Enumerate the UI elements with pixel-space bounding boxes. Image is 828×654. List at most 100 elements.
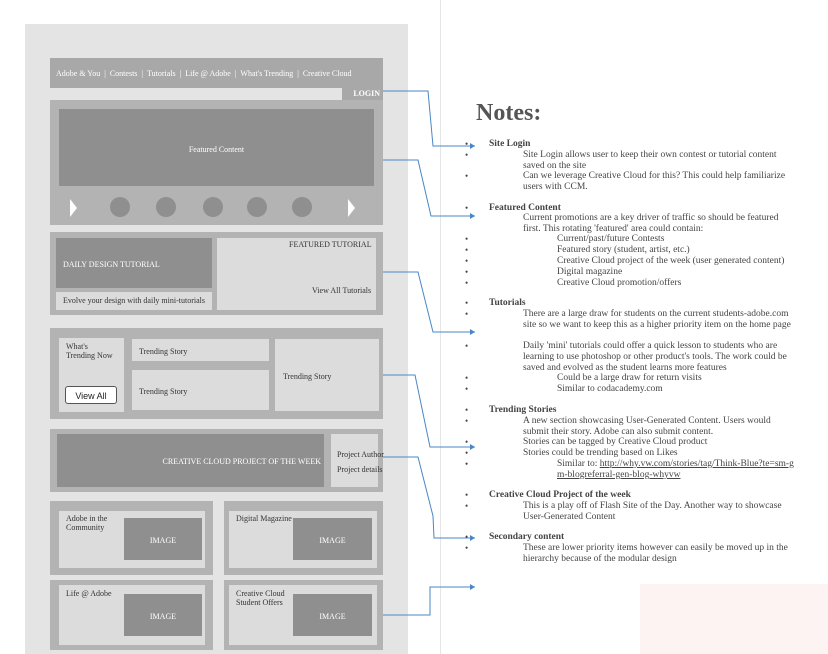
nav-item-life-adobe[interactable]: Life @ Adobe bbox=[185, 69, 231, 78]
nav-item-creative-cloud[interactable]: Creative Cloud bbox=[302, 69, 352, 78]
carousel-dot[interactable] bbox=[203, 197, 223, 217]
next-arrow-icon[interactable] bbox=[348, 199, 355, 217]
daily-tutorial-caption: Evolve your design with daily mini-tutor… bbox=[56, 292, 212, 310]
note-line: Stories could be trending based on Likes bbox=[523, 448, 678, 458]
bullet: • bbox=[465, 139, 469, 149]
trending-story-card[interactable]: Trending Story bbox=[132, 370, 269, 410]
arrow-tutorials bbox=[383, 271, 475, 333]
nav-separator: | bbox=[297, 69, 299, 78]
fade-corner bbox=[640, 584, 828, 654]
similar-to-label: Similar to: bbox=[557, 459, 598, 469]
cc-project-banner[interactable]: CREATIVE CLOUD PROJECT OF THE WEEK bbox=[57, 434, 324, 487]
bullet: • bbox=[465, 203, 469, 213]
reference-link[interactable]: http://why.vw.com/stories/tag/Think-Blue… bbox=[557, 459, 794, 480]
arrowhead bbox=[470, 584, 475, 590]
note-subline: Creative Cloud promotion/offers bbox=[557, 278, 682, 288]
bullet: • bbox=[465, 448, 469, 458]
note-heading: Secondary content bbox=[489, 532, 565, 542]
arrowhead bbox=[470, 444, 475, 450]
note-line: Current promotions are a key driver of t… bbox=[523, 213, 779, 234]
featured-content-slide[interactable]: Featured Content bbox=[59, 109, 374, 186]
arrow-secondary bbox=[383, 586, 475, 616]
image-placeholder: IMAGE bbox=[293, 518, 372, 560]
bullet: • bbox=[465, 459, 469, 469]
note-heading: Site Login bbox=[489, 139, 531, 149]
page-divider bbox=[440, 0, 441, 654]
note-heading: Creative Cloud Project of the week bbox=[489, 490, 631, 500]
note-heading: Featured Content bbox=[489, 203, 561, 213]
arrow-trending bbox=[383, 374, 475, 448]
nav-item-contests[interactable]: Contests bbox=[109, 69, 138, 78]
note-line: Stories can be tagged by Creative Cloud … bbox=[523, 437, 708, 447]
bullet: • bbox=[465, 405, 469, 415]
note-line: Can we leverage Creative Cloud for this?… bbox=[523, 171, 786, 192]
bullet: • bbox=[465, 245, 469, 255]
note-line: This is a play off of Flash Site of the … bbox=[523, 501, 782, 522]
image-placeholder: IMAGE bbox=[124, 518, 202, 560]
nav-separator: | bbox=[141, 69, 144, 78]
notes-title: Notes: bbox=[476, 100, 542, 126]
bullet: • bbox=[465, 384, 469, 394]
bullet: • bbox=[465, 341, 469, 351]
bullet: • bbox=[465, 267, 469, 277]
arrowhead bbox=[470, 329, 475, 335]
carousel-dot[interactable] bbox=[156, 197, 176, 217]
note-line: Daily 'mini' tutorials could offer a qui… bbox=[523, 341, 787, 373]
note-line: There are a large draw for students on t… bbox=[523, 309, 791, 330]
trending-story-card[interactable]: Trending Story bbox=[132, 339, 269, 361]
nav-item-tutorials[interactable]: Tutorials bbox=[147, 69, 176, 78]
note-subline: Digital magazine bbox=[557, 267, 623, 277]
view-all-button[interactable]: View All bbox=[65, 386, 117, 404]
note-subline: Current/past/future Contests bbox=[557, 234, 665, 244]
nav-separator: | bbox=[234, 69, 237, 78]
bullet: • bbox=[465, 501, 469, 511]
note-line: Site Login allows user to keep their own… bbox=[523, 150, 777, 171]
secondary-card-title: Life @ Adobe bbox=[66, 589, 112, 598]
note-subline: Featured story (student, artist, etc.) bbox=[557, 245, 690, 255]
daily-tutorial-banner[interactable]: DAILY DESIGN TUTORIAL bbox=[56, 238, 212, 288]
carousel-dot[interactable] bbox=[292, 197, 312, 217]
note-line: These are lower priority items however c… bbox=[523, 543, 788, 564]
carousel-dot[interactable] bbox=[247, 197, 267, 217]
bullet: • bbox=[465, 256, 469, 266]
arrowhead bbox=[470, 143, 475, 149]
bullet: • bbox=[465, 416, 469, 426]
login-button[interactable]: LOGIN bbox=[342, 88, 383, 100]
image-placeholder: IMAGE bbox=[124, 594, 202, 636]
featured-tutorial-label: FEATURED TUTORIAL bbox=[289, 240, 372, 249]
note-subline: Similar to: http://why.vw.com/stories/ta… bbox=[557, 459, 797, 481]
note-subline: Creative Cloud project of the week (user… bbox=[557, 256, 785, 266]
bullet: • bbox=[465, 298, 469, 308]
carousel-dot[interactable] bbox=[110, 197, 130, 217]
bullet: • bbox=[465, 373, 469, 383]
image-placeholder: IMAGE bbox=[293, 594, 372, 636]
project-details: Project details bbox=[337, 465, 383, 474]
bullet: • bbox=[465, 543, 469, 553]
top-nav: Adobe & You|Contests|Tutorials|Life @ Ad… bbox=[50, 58, 383, 88]
bullet: • bbox=[465, 437, 469, 447]
view-all-tutorials-link[interactable]: View All Tutorials bbox=[312, 286, 372, 295]
trending-heading-text: What's Trending Now bbox=[66, 342, 113, 360]
trending-story-card[interactable]: Trending Story bbox=[275, 339, 379, 411]
secondary-card-title: Creative Cloud Student Offers bbox=[236, 589, 285, 607]
secondary-card-title: Digital Magazine bbox=[236, 514, 292, 523]
bullet: • bbox=[465, 532, 469, 542]
bullet: • bbox=[465, 309, 469, 319]
bullet: • bbox=[465, 150, 469, 160]
note-subline: Could be a large draw for return visits bbox=[557, 373, 702, 383]
note-line: A new section showcasing User-Generated … bbox=[523, 416, 771, 437]
secondary-card-title: Adobe in the Community bbox=[66, 514, 108, 532]
arrow-featured bbox=[383, 159, 475, 217]
featured-tutorial-card[interactable] bbox=[217, 238, 376, 310]
prev-arrow-icon[interactable] bbox=[70, 199, 77, 217]
cc-project-info bbox=[331, 434, 378, 487]
nav-separator: | bbox=[104, 69, 106, 78]
arrow-site-login bbox=[383, 90, 475, 147]
bullet: • bbox=[465, 278, 469, 288]
bullet: • bbox=[465, 171, 469, 181]
bullet: • bbox=[465, 234, 469, 244]
nav-item-adobe-you[interactable]: Adobe & You bbox=[56, 69, 101, 78]
nav-item-whats-trending[interactable]: What's Trending bbox=[240, 69, 294, 78]
nav-separator: | bbox=[179, 69, 182, 78]
